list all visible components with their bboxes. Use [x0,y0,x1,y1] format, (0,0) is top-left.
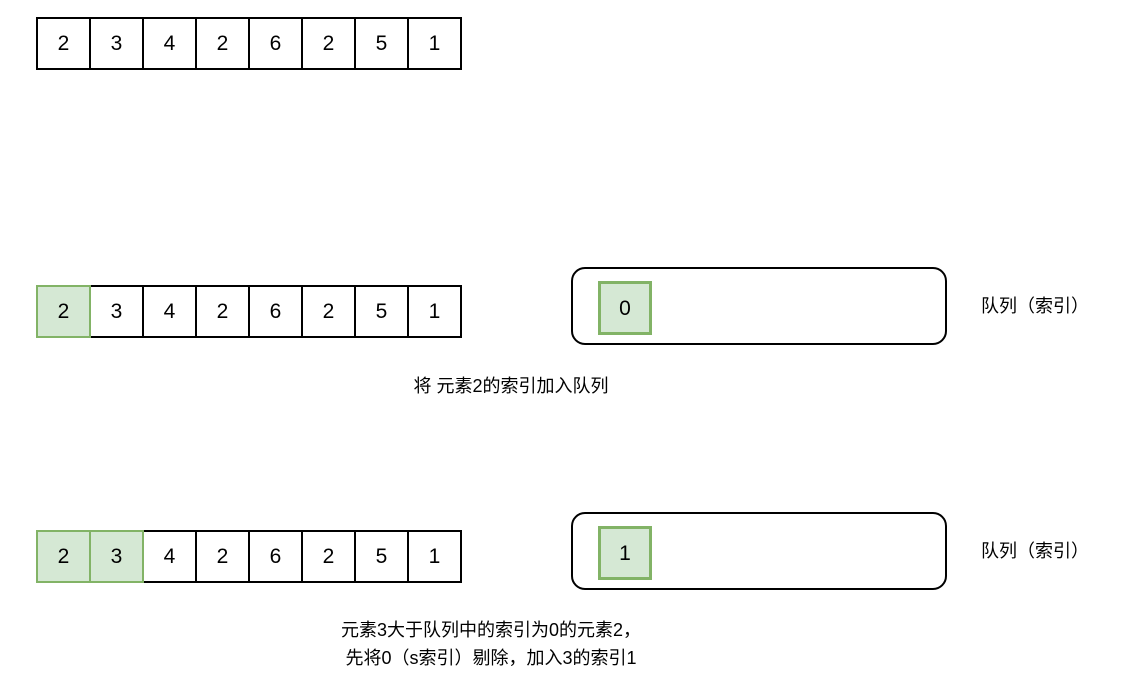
array-cell: 2 [301,17,356,70]
array-cell-highlighted: 3 [89,530,144,583]
caption-step-push-index-0: 将 元素2的索引加入队列 [413,376,609,396]
array-cell: 2 [195,285,250,338]
queue-item: 1 [598,526,652,580]
array-cell: 2 [301,285,356,338]
array-cell: 5 [354,530,409,583]
queue-item: 0 [598,281,652,335]
array-cell: 3 [89,285,144,338]
array-row-step-push-index-0: 2 3 4 2 6 2 5 1 [36,285,462,338]
queue-container-step-push-index-0: 0 [571,267,947,345]
array-cell: 6 [248,285,303,338]
array-cell-highlighted: 2 [36,530,91,583]
queue-label-step-push-index-0: 队列（索引） [981,296,1089,316]
array-cell: 2 [195,530,250,583]
array-row-step-pop-0-push-1: 2 3 4 2 6 2 5 1 [36,530,462,583]
array-cell: 4 [142,285,197,338]
array-cell: 6 [248,530,303,583]
array-cell: 2 [36,17,91,70]
array-cell: 6 [248,17,303,70]
array-cell: 5 [354,17,409,70]
caption-step-pop-0-push-1-line1: 元素3大于队列中的索引为0的元素2， [340,620,642,640]
array-cell: 5 [354,285,409,338]
array-cell: 2 [195,17,250,70]
array-cell: 4 [142,530,197,583]
array-cell-highlighted: 2 [36,285,91,338]
array-cell: 1 [407,530,462,583]
array-row-initial: 2 3 4 2 6 2 5 1 [36,17,462,70]
queue-container-step-pop-0-push-1: 1 [571,512,947,590]
array-cell: 3 [89,17,144,70]
array-cell: 1 [407,285,462,338]
array-cell: 1 [407,17,462,70]
array-cell: 4 [142,17,197,70]
caption-step-pop-0-push-1-line2: 先将0（s索引）剔除，加入3的索引1 [345,648,637,668]
queue-label-step-pop-0-push-1: 队列（索引） [981,541,1089,561]
array-cell: 2 [301,530,356,583]
